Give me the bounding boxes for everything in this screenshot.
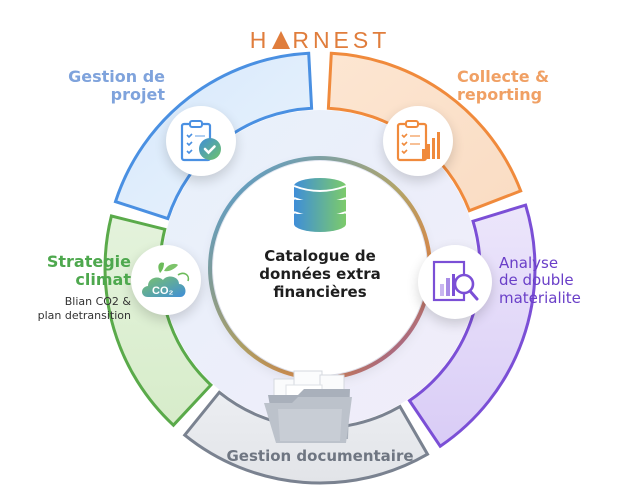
folder-documents-icon[interactable] bbox=[262, 365, 372, 445]
label-gestion-projet-line1: Gestion de bbox=[68, 67, 165, 86]
chart-magnifier-icon bbox=[432, 260, 479, 302]
label-analyse-line1: Analyse bbox=[499, 254, 559, 272]
label-analyse-line2: de double bbox=[499, 271, 574, 290]
logo-text-h: H bbox=[249, 27, 271, 53]
center-title: Catalogue de données extra financières bbox=[233, 247, 407, 301]
collecte-reporting-bubble[interactable] bbox=[383, 106, 453, 176]
center-title-line2: données extra bbox=[259, 265, 381, 283]
svg-text:CO₂: CO₂ bbox=[152, 285, 174, 297]
strategie-climat-bubble[interactable]: CO₂ bbox=[131, 245, 201, 315]
label-collecte-reporting: Collecte & reporting bbox=[457, 67, 617, 105]
center-title-line3: financières bbox=[273, 283, 367, 301]
label-gestion-documentaire: Gestion documentaire bbox=[226, 447, 414, 465]
clipboard-chart-icon bbox=[396, 120, 440, 162]
label-collecte-line2: reporting bbox=[457, 85, 543, 105]
center-title-line1: Catalogue de bbox=[264, 247, 376, 265]
segment-strategie-climat[interactable] bbox=[103, 214, 214, 428]
database-icon bbox=[293, 178, 347, 232]
gestion-projet-bubble[interactable] bbox=[166, 106, 236, 176]
label-strategie-sub2: plan detransition bbox=[37, 309, 131, 323]
harnest-logo: H RNEST bbox=[0, 27, 640, 54]
label-analyse-line3: materialite bbox=[499, 288, 581, 307]
label-collecte-line1: Collecte & bbox=[457, 67, 550, 86]
label-analyse-materialite: Analyse de double materialite bbox=[499, 254, 639, 307]
logo-text-rest: RNEST bbox=[292, 27, 391, 53]
analyse-materialite-bubble[interactable] bbox=[418, 245, 492, 319]
clipboard-check-icon bbox=[180, 120, 221, 162]
label-strategie-climat-sub: Blian CO2 & plan detransition bbox=[0, 295, 131, 324]
logo-triangle-icon bbox=[272, 31, 291, 49]
label-strategie-line1: Strategie bbox=[46, 252, 131, 271]
label-gestion-projet-line2: projet bbox=[110, 85, 165, 105]
label-strategie-climat: Strategie climat bbox=[0, 252, 131, 290]
label-gestion-projet: Gestion de projet bbox=[40, 67, 165, 105]
co2-cloud-icon: CO₂ bbox=[142, 262, 190, 297]
label-strategie-line2: climat bbox=[75, 270, 131, 290]
label-strategie-sub1: Blian CO2 & bbox=[64, 295, 131, 308]
